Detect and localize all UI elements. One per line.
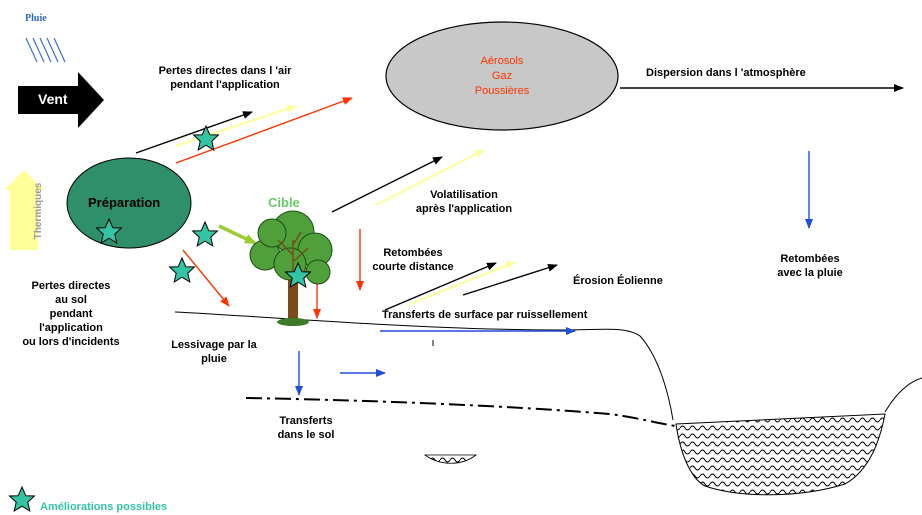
wind-arrow-icon (18, 72, 104, 128)
tree-icon (249, 210, 333, 326)
air-loss-line2: pendant l'application (170, 79, 280, 91)
cible-label: Cible (268, 195, 300, 210)
air-loss-arrows (135, 97, 353, 164)
air-loss-label: Pertes directes dans l 'air pendant l'ap… (138, 64, 312, 92)
short-fallout-line2: courte distance (372, 261, 454, 273)
ground-line (174, 311, 674, 421)
application-arrow (218, 224, 257, 245)
star-icon (193, 125, 219, 151)
star-icon (169, 257, 195, 283)
aerosols-label: Aérosols Gaz Poussières (446, 54, 558, 99)
dispersion-label: Dispersion dans l 'atmosphère (646, 67, 806, 79)
pluie-label: Pluie (25, 13, 47, 24)
soil-loss-arrow (182, 249, 230, 307)
volatilisation-arrows (331, 149, 485, 213)
erosion-arrows (384, 261, 558, 311)
volatilisation-line1: Volatilisation (430, 189, 498, 201)
gaz-line: Gaz (491, 70, 513, 82)
vent-label: Vent (38, 91, 68, 107)
rain-fallout-line1: Retombées (780, 253, 840, 265)
soil-loss-line3: pendant (49, 308, 93, 320)
rain-icon (25, 37, 66, 63)
soil-loss-line4: l'application (39, 322, 103, 334)
rain-fallout-label: Retombées avec la pluie (760, 252, 860, 280)
leaching-label: Lessivage par la pluie (155, 338, 273, 366)
leaching-line2: pluie (201, 353, 227, 365)
soil-loss-line1: Pertes directes (31, 280, 111, 292)
preparation-ellipse (66, 157, 192, 249)
volatilisation-label: Volatilisation après l'application (396, 188, 532, 216)
soil-transfer-line1: Transferts (279, 415, 333, 427)
basin-right-bank (884, 377, 922, 413)
soil-loss-line5: ou lors d'incidents (22, 336, 120, 348)
water-body-icon (675, 413, 886, 496)
volatilisation-line2: après l'application (415, 203, 513, 215)
groundwater-line (245, 397, 677, 427)
soil-transfer-line2: dans le sol (277, 429, 335, 441)
short-fallout-label: Retombées courte distance (362, 246, 464, 274)
leaching-line1: Lessivage par la (171, 339, 257, 351)
soil-loss-line2: au sol (55, 294, 87, 306)
soil-transfer-label: Transferts dans le sol (262, 414, 350, 442)
legend-star-icon (9, 486, 35, 512)
aerosols-line: Aérosols (480, 55, 524, 67)
groundwater-lens (423, 454, 478, 464)
air-loss-line1: Pertes directes dans l 'air (158, 65, 292, 77)
thermiques-label: Thermiques (33, 182, 44, 240)
short-fallout-line1: Retombées (383, 247, 443, 259)
poussieres-line: Poussières (474, 85, 530, 97)
legend-label: Améliorations possibles (40, 501, 168, 513)
surface-transfer-label: Transferts de surface par ruissellement (382, 309, 588, 321)
star-icon (192, 221, 218, 247)
aerosol-cloud (385, 21, 619, 131)
transfer-arrows (295, 327, 576, 396)
rain-fallout-line2: avec la pluie (777, 267, 843, 279)
soil-loss-label: Pertes directes au sol pendant l'applica… (4, 279, 138, 349)
thermal-arrow-icon (4, 170, 44, 250)
erosion-label: Érosion Éolienne (573, 275, 663, 287)
preparation-label: Préparation (88, 195, 161, 210)
